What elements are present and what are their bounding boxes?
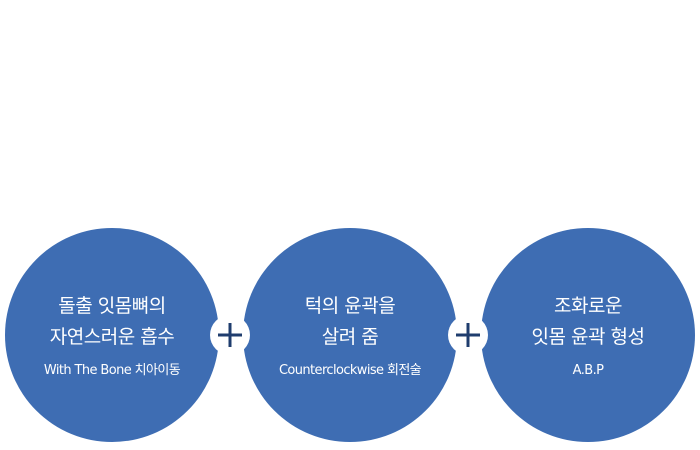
benefit-circle-2: 턱의 윤곽을 살려 줌 Counterclockwise 회전술	[243, 228, 457, 442]
plus-icon	[210, 315, 250, 355]
benefit-circle-3: 조화로운 잇몸 윤곽 형성 A.B.P	[481, 228, 695, 442]
benefit-subtitle: A.B.P	[572, 362, 604, 378]
benefit-title-line-2: 자연스러운 흡수	[49, 325, 175, 348]
benefit-circle-1: 돌출 잇몸뼈의 자연스러운 흡수 With The Bone 치아이동	[5, 228, 219, 442]
benefit-title: 조화로운 잇몸 윤곽 형성	[532, 291, 645, 353]
plus-icon-glyph	[456, 323, 480, 347]
benefit-title: 돌출 잇몸뼈의 자연스러운 흡수	[49, 291, 175, 353]
plus-icon-glyph	[218, 323, 242, 347]
benefit-subtitle: With The Bone 치아이동	[43, 362, 181, 378]
plus-icon	[448, 315, 488, 355]
benefit-subtitle: Counterclockwise 회전술	[278, 362, 422, 378]
benefit-title: 턱의 윤곽을 살려 줌	[304, 291, 396, 353]
benefit-title-line-2: 잇몸 윤곽 형성	[531, 325, 645, 348]
benefit-title-line-2: 살려 줌	[321, 325, 379, 348]
benefit-title-line-1: 돌출 잇몸뼈의	[58, 294, 166, 317]
benefit-title-line-1: 턱의 윤곽을	[304, 294, 396, 317]
benefit-title-line-1: 조화로운	[554, 294, 622, 317]
